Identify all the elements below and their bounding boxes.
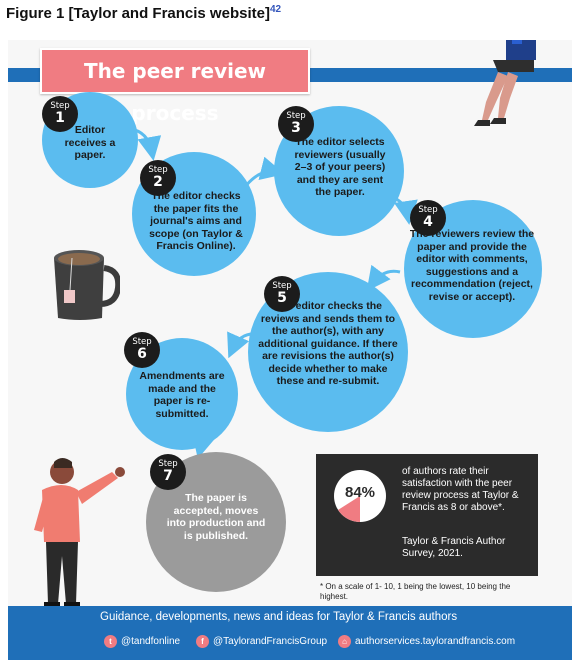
percent-label: 84% [344,484,376,501]
facebook-link[interactable]: f @TaylorandFrancisGroup [196,635,327,648]
web-icon: ⌂ [338,635,351,648]
facebook-handle: @TaylorandFrancisGroup [213,636,328,648]
footnote: * On a scale of 1- 10, 1 being the lowes… [320,582,511,601]
banner-title: The peer review process [83,59,267,125]
step-word: Step [418,205,438,215]
mug-icon [54,250,120,320]
step-3-text: The editor selects reviewers (usually 2–… [294,136,386,198]
satisfaction-stat-box: 84% of authors rate their satisfaction w… [316,454,538,576]
caption-reference: 42 [269,4,282,15]
step-number: 4 [423,214,433,230]
step-word: Step [50,101,70,111]
step-4-text: The reviewers review the paper and provi… [409,228,535,303]
step-number: 2 [153,174,163,190]
step-1-text: Editor receives a paper. [64,124,116,161]
step-number: 3 [291,120,301,136]
caption-text: Figure 1 [Taylor and Francis website] [6,5,270,22]
step-word: Step [158,459,178,469]
step-word: Step [272,281,292,291]
twitter-link[interactable]: t @tandfonline [104,635,180,648]
step-2-text: The editor checks the paper fits the jou… [149,190,243,252]
sitting-woman-illustration [474,40,536,126]
step-number: 5 [277,290,287,306]
stat-text: of authors rate their satisfaction with … [402,466,519,513]
step-number: 7 [163,468,173,484]
step-word: Step [132,337,152,347]
step-7-text: The paper is accepted, moves into produc… [166,492,266,542]
step-word: Step [286,111,306,121]
facebook-icon: f [196,635,209,648]
percent-pie [334,470,386,522]
website-url: authorservices.taylorandfrancis.com [355,636,516,648]
standing-man-illustration [34,458,125,608]
step-number: 1 [55,110,65,126]
figure-caption: Figure 1 [Taylor and Francis website]42 [6,4,281,22]
step-6-text: Amendments are made and the paper is re-… [139,370,225,420]
infographic: The peer review process Editor receives … [8,40,572,660]
step-number: 6 [137,346,147,362]
twitter-handle: @tandfonline [121,636,181,648]
footer-tagline: Guidance, developments, news and ideas f… [100,611,458,623]
website-link[interactable]: ⌂ authorservices.taylorandfrancis.com [338,635,515,648]
twitter-icon: t [104,635,117,648]
step-word: Step [148,165,168,175]
survey-source: Taylor & Francis Author Survey, 2021. [402,536,506,559]
footer-bar: Guidance, developments, news and ideas f… [8,606,572,660]
step-5-text: The editor checks the reviews and sends … [258,300,398,387]
title-banner: The peer review process [40,48,310,125]
